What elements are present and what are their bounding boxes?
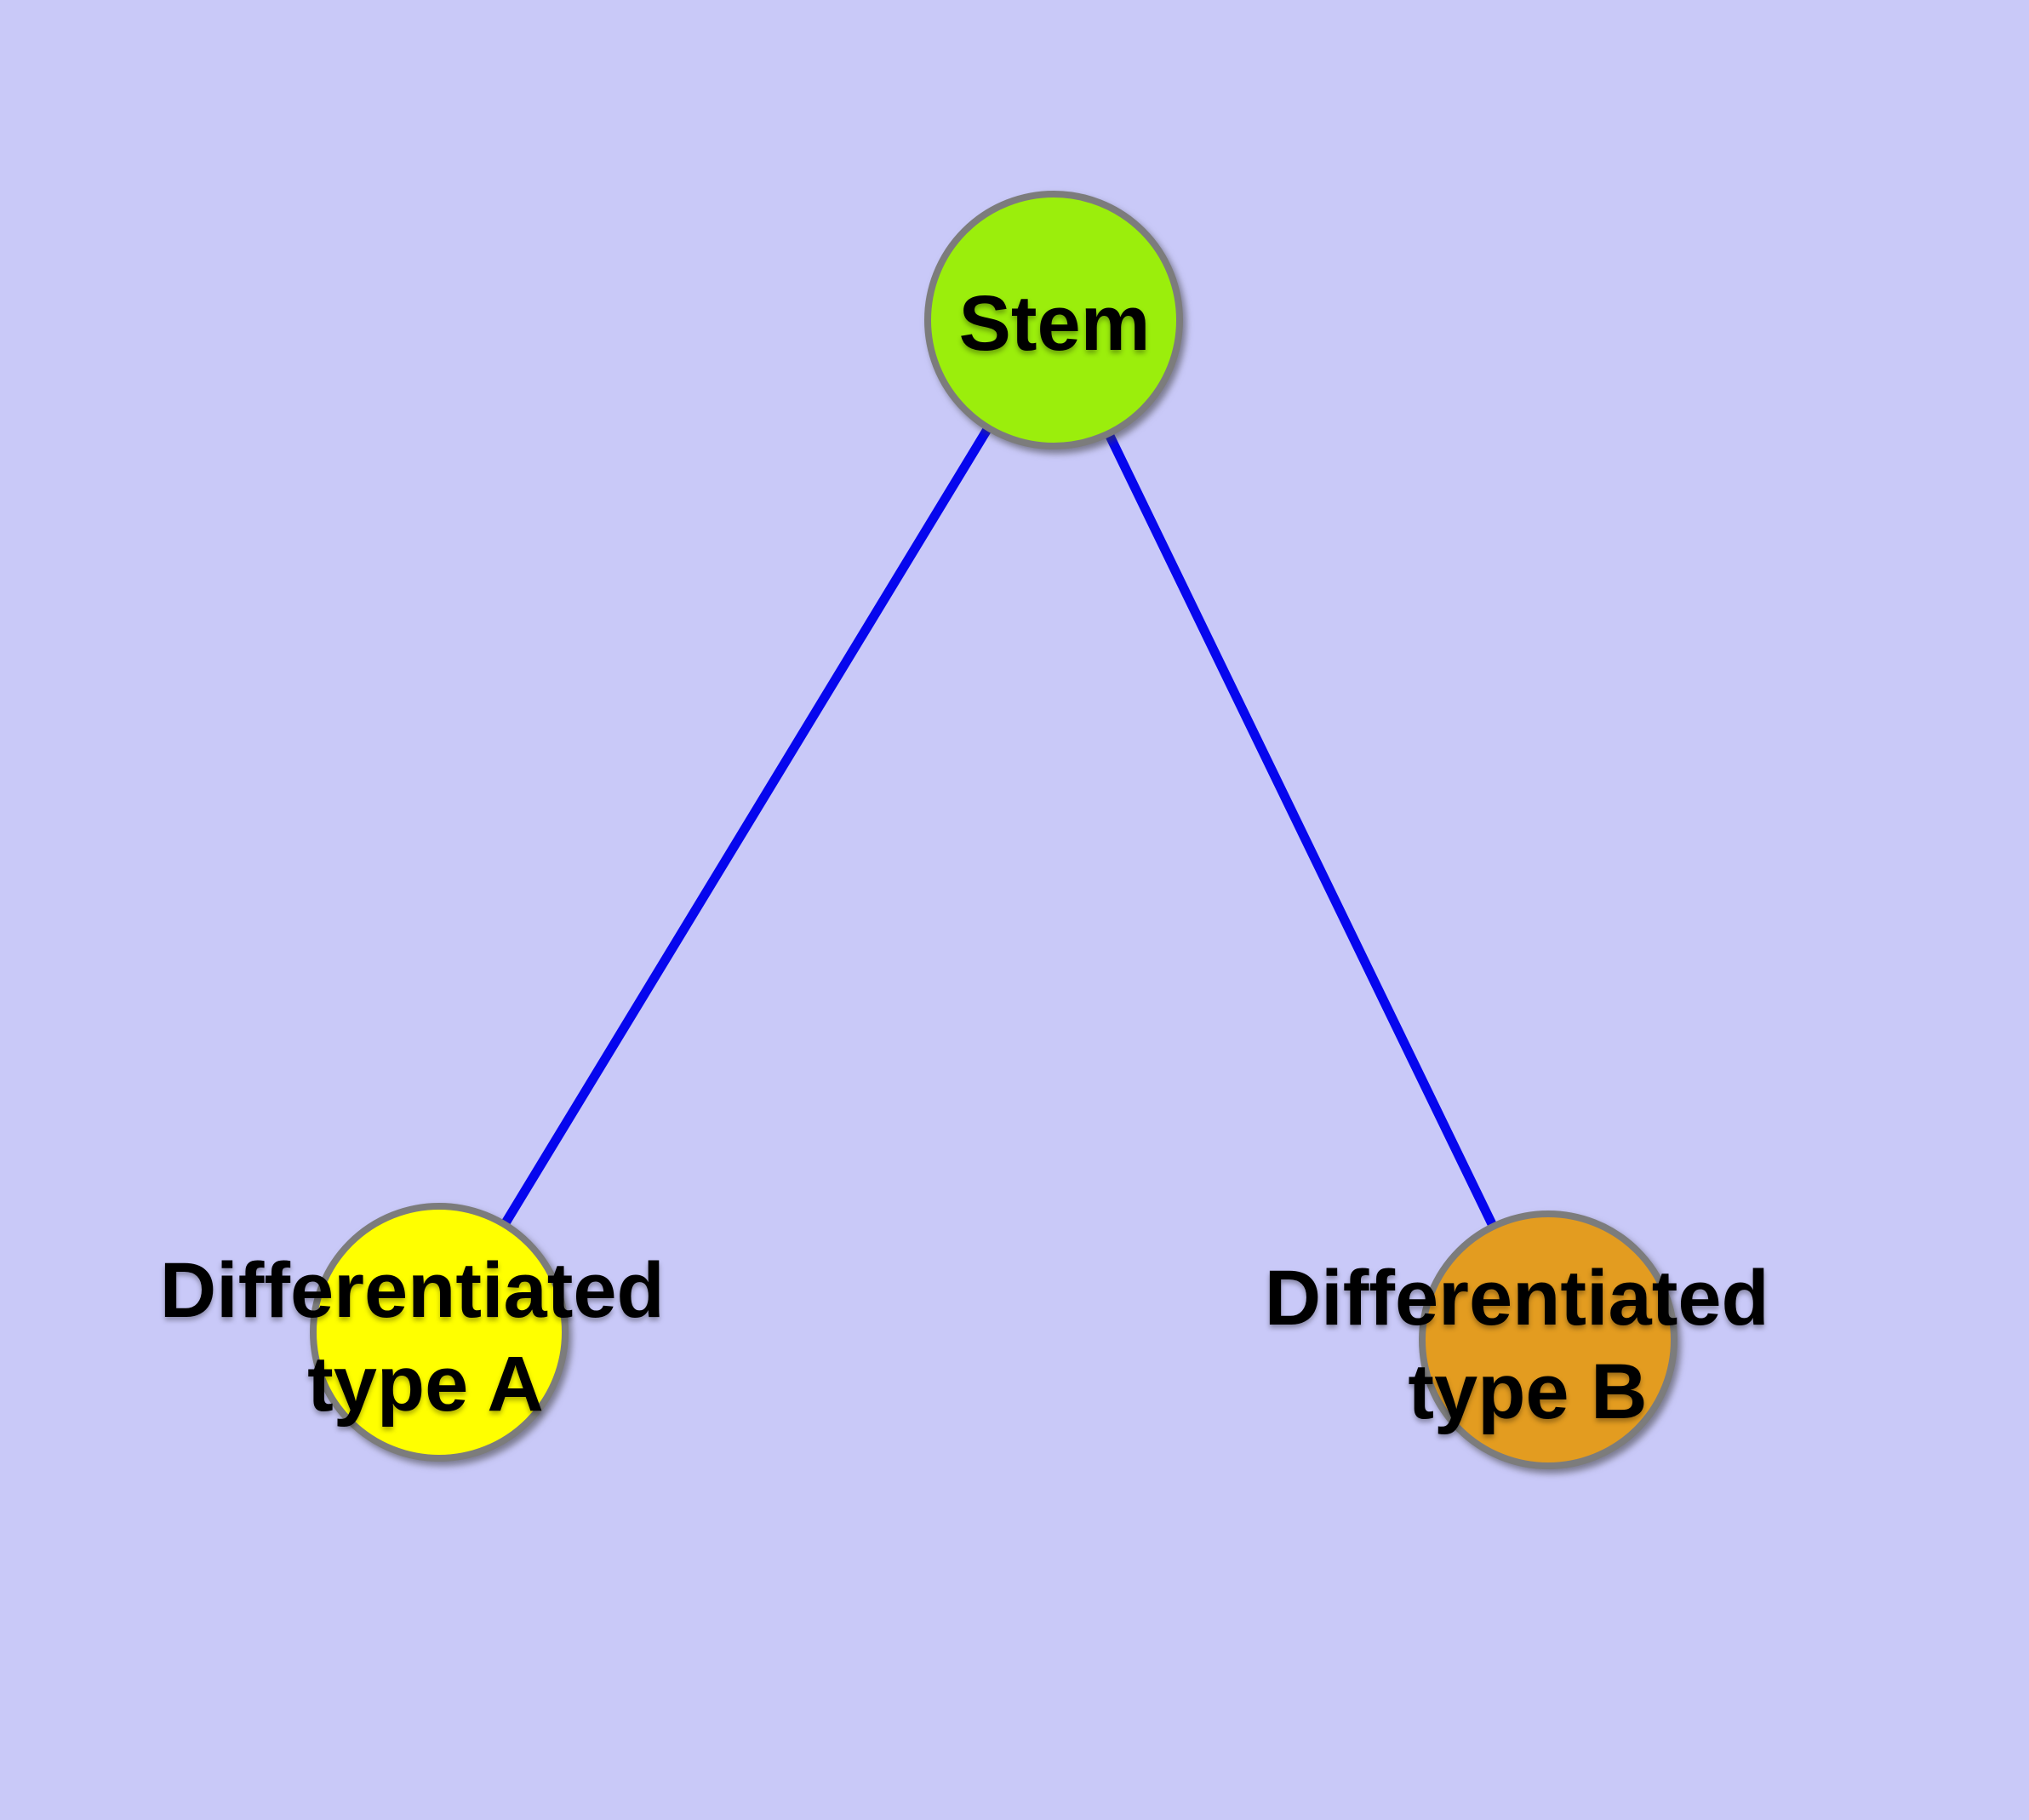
edge-stem-to-type-b xyxy=(1049,318,1552,1342)
node-type-a-label: Differentiated type A xyxy=(160,1247,687,1428)
node-type-b-label: Differentiated type B xyxy=(1265,1255,1792,1435)
edge-stem-to-type-a xyxy=(435,318,1058,1335)
edge-layer xyxy=(435,318,1552,1342)
node-differentiated-type-a xyxy=(310,1203,569,1462)
node-stem-label: Stem xyxy=(959,280,1151,367)
node-layer xyxy=(310,191,1677,1469)
node-type-a-label-line2: type A xyxy=(307,1341,544,1428)
node-differentiated-type-b xyxy=(1419,1210,1677,1469)
node-stem xyxy=(924,191,1183,449)
node-type-a-label-line1: Differentiated xyxy=(160,1247,665,1334)
node-type-b-label-line2: type B xyxy=(1408,1348,1647,1435)
label-layer: Stem Differentiated type A Differentiate… xyxy=(160,280,1792,1435)
node-type-b-label-line1: Differentiated xyxy=(1265,1255,1769,1342)
